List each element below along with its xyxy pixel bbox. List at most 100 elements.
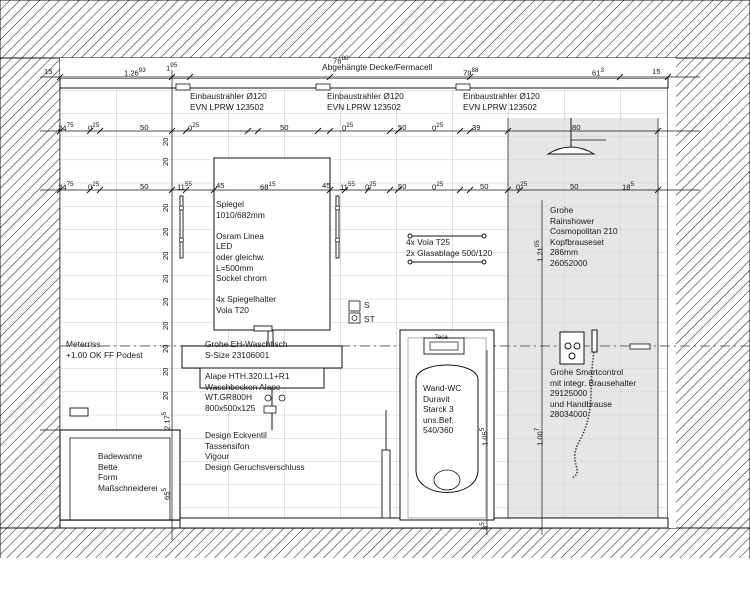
switch-label-st: ST bbox=[364, 314, 375, 324]
dimension-tick bbox=[456, 186, 464, 194]
label-line: Osram Linea bbox=[216, 230, 264, 241]
label-line: Grohe bbox=[550, 205, 574, 215]
label-line: Kopfbrauseset bbox=[550, 236, 605, 247]
label-line: Sockel chrom bbox=[216, 273, 267, 284]
dim-vert-20-9: 20 bbox=[161, 367, 170, 376]
shower-glass-zone bbox=[508, 118, 658, 522]
label-line: und Handbrause bbox=[550, 398, 612, 409]
dimension-tick bbox=[182, 186, 190, 194]
dimension-tick bbox=[244, 127, 252, 135]
dimension-lines bbox=[40, 70, 700, 540]
label-line: Design Eckventil bbox=[205, 430, 267, 440]
dimension-tick bbox=[456, 127, 464, 135]
label-line: 28034000 bbox=[550, 409, 588, 420]
dim-row2-025c: 025 bbox=[432, 181, 443, 192]
label-line bbox=[216, 220, 276, 231]
dim-sup: 25 bbox=[92, 122, 100, 129]
dim-sup: 25 bbox=[192, 122, 200, 129]
label-line: Duravit bbox=[423, 393, 450, 404]
dim-vert-20-10: 20 bbox=[161, 391, 170, 400]
label-line: Vola T20 bbox=[216, 304, 249, 315]
dimension-tick bbox=[616, 73, 624, 81]
dimension-tick bbox=[341, 186, 349, 194]
label-line: Vigour bbox=[205, 451, 230, 462]
dimension-tick bbox=[56, 186, 64, 194]
dim-value: 79 bbox=[463, 68, 472, 78]
dim-top-7688: 7688 bbox=[333, 55, 349, 66]
label-line: 4x Spiegelhalter bbox=[216, 294, 277, 305]
dimension-tick bbox=[326, 127, 334, 135]
dim-sup: 05 bbox=[534, 240, 541, 248]
dim-top-right: 15 bbox=[652, 67, 661, 76]
dim-vert-105: 1.055 bbox=[479, 428, 490, 446]
right-opening bbox=[668, 58, 676, 528]
dim-value: 11 bbox=[177, 182, 185, 192]
dim-value: 65 bbox=[162, 491, 172, 500]
dimension-tick bbox=[56, 127, 64, 135]
dim-row2-025b: 025 bbox=[365, 181, 376, 192]
dim-row2-1155b: 1155 bbox=[340, 181, 355, 192]
dim-vert-20-6: 20 bbox=[161, 297, 170, 306]
dimension-tick bbox=[386, 186, 394, 194]
dim-sup: 5 bbox=[161, 411, 168, 416]
dim-value: 1.21 bbox=[535, 247, 545, 262]
dim-sup: 25 bbox=[436, 122, 444, 129]
dim-value: 0 bbox=[432, 182, 437, 192]
dim-value: 68 bbox=[260, 182, 269, 192]
dim-sup: 15 bbox=[268, 181, 276, 188]
dimension-tick bbox=[466, 73, 474, 81]
dimension-tick bbox=[168, 186, 176, 194]
dim-sup: 95 bbox=[170, 62, 178, 69]
dimension-tick bbox=[394, 127, 402, 135]
dim-row1-025c: 025 bbox=[342, 122, 353, 133]
dim-sup: 5 bbox=[630, 181, 634, 188]
dim-sup: 25 bbox=[92, 181, 100, 188]
dim-row1-50c: 50 bbox=[398, 123, 407, 132]
dim-sup: 93 bbox=[138, 67, 146, 74]
dimension-tick bbox=[326, 73, 334, 81]
label-line: Form bbox=[98, 472, 118, 483]
switch-label-s: S bbox=[364, 300, 370, 310]
dim-row2-45b: 45 bbox=[322, 181, 331, 190]
label-line: 4x Vola T25 bbox=[406, 237, 451, 247]
dimension-tick bbox=[516, 186, 524, 194]
spot-code: EVN LPRW 123502 bbox=[327, 101, 401, 112]
dim-value: 1.00 bbox=[535, 431, 545, 446]
label-line: mit integr. Brausehalter bbox=[550, 377, 637, 388]
dim-sup: 25 bbox=[369, 181, 377, 188]
dim-top-126: 1.2693 bbox=[124, 67, 146, 78]
dim-top-195: 195 bbox=[166, 62, 177, 73]
label-line: Bette bbox=[98, 461, 118, 472]
dim-sup: 5 bbox=[479, 427, 486, 432]
dim-top-left: 15 bbox=[44, 67, 53, 76]
dimension-tick bbox=[466, 127, 474, 135]
dimension-tick bbox=[86, 186, 94, 194]
dim-value: 0 bbox=[342, 123, 347, 133]
dim-top-7988: 7988 bbox=[463, 67, 479, 78]
dimension-tick bbox=[186, 73, 194, 81]
label-line: 26052000 bbox=[550, 257, 588, 268]
spot-name: Einbaustrahler Ø120 bbox=[190, 91, 267, 101]
dimension-tick bbox=[504, 127, 512, 135]
dim-row2-50c: 50 bbox=[480, 182, 489, 191]
dim-vert-100: 1.007 bbox=[534, 428, 545, 446]
ceiling-label: Abgehängte Decke/Fermacell bbox=[322, 62, 433, 72]
bathtub bbox=[40, 407, 181, 521]
dim-sup: 75 bbox=[66, 122, 74, 129]
label-line: Grohe EH-Waschtisch bbox=[205, 339, 288, 349]
spot-name: Einbaustrahler Ø120 bbox=[327, 91, 404, 101]
label-line: Maßschneiderei bbox=[98, 482, 158, 493]
label-line: 29125000 bbox=[550, 388, 588, 399]
dim-row1-50b: 50 bbox=[280, 123, 289, 132]
dim-top-613: 613 bbox=[592, 67, 604, 78]
dim-value: 24 bbox=[58, 182, 67, 192]
dim-vert-20-2: 20 bbox=[161, 203, 170, 212]
